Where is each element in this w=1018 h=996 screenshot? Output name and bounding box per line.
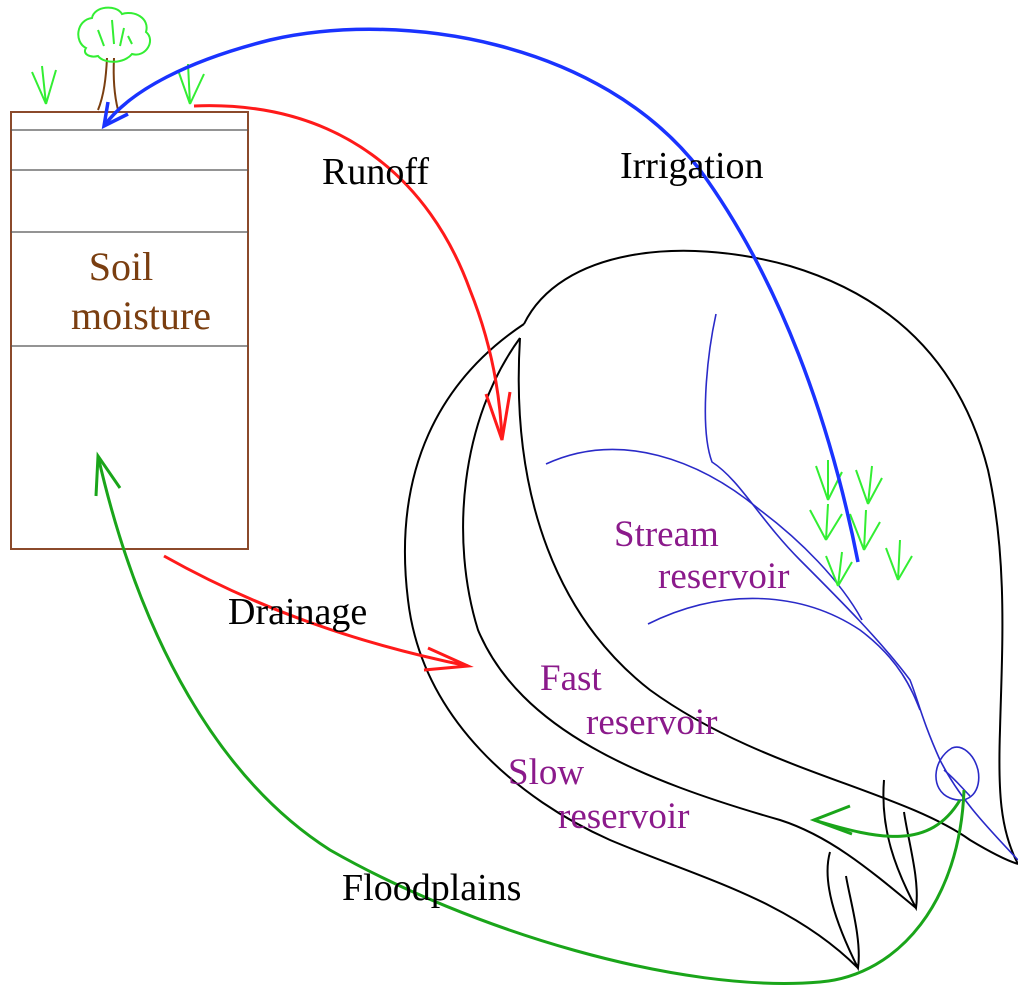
grass-icon bbox=[177, 63, 205, 105]
stream-reservoir-label-line2: reservoir bbox=[658, 556, 790, 597]
slow-reservoir-label-line1: Slow bbox=[508, 752, 584, 793]
basin-outlines bbox=[404, 249, 1018, 972]
river-branch bbox=[647, 597, 921, 711]
tree-icon bbox=[77, 6, 151, 111]
floodplains-arrow bbox=[94, 451, 966, 985]
slow-reservoir-label-line2: reservoir bbox=[558, 796, 690, 837]
stream-reservoir-label-line1: Stream bbox=[614, 514, 719, 555]
soil-box bbox=[10, 111, 249, 550]
grass-icon bbox=[31, 65, 57, 105]
fast-reservoir-label-line2: reservoir bbox=[586, 702, 718, 743]
fast-reservoir-label-line1: Fast bbox=[540, 658, 602, 699]
river-delta bbox=[935, 746, 980, 801]
drainage-arrow bbox=[163, 554, 474, 672]
stream-reservoir-outline bbox=[523, 249, 1018, 865]
runoff-label: Runoff bbox=[322, 151, 429, 193]
slow-reservoir-outline bbox=[404, 323, 859, 969]
floodplains-label: Floodplains bbox=[342, 867, 521, 909]
drainage-label: Drainage bbox=[228, 591, 367, 633]
soil-label-line2: moisture bbox=[71, 293, 211, 338]
irrigation-arrow bbox=[101, 27, 860, 563]
grass-icon bbox=[809, 460, 913, 587]
river-branch bbox=[545, 448, 863, 621]
soil-label-line1: Soil bbox=[89, 244, 153, 289]
fast-reservoir-outline bbox=[462, 337, 917, 909]
soil-column: Soil moisture bbox=[10, 111, 249, 550]
irrigation-label: Irrigation bbox=[620, 145, 764, 187]
river-network bbox=[545, 313, 1018, 861]
runoff-arrow bbox=[193, 104, 512, 441]
